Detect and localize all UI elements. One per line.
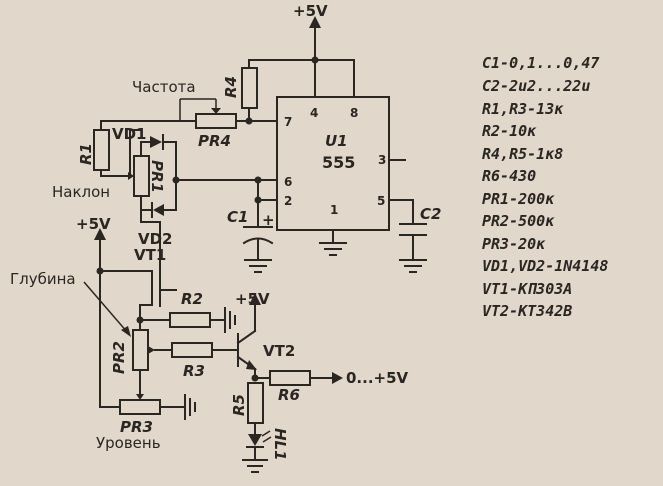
parts-list-item: PR2-500к xyxy=(482,212,555,230)
ic-pin-label: 1 xyxy=(330,203,338,217)
pr2-wiper xyxy=(148,346,173,354)
potentiometer-pr1: PR1 Наклон xyxy=(52,141,166,211)
left-supply: +5V xyxy=(76,215,153,408)
vd1-label: VD1 xyxy=(112,125,147,143)
r3-label: R3 xyxy=(183,362,205,380)
slope-label: Наклон xyxy=(52,183,110,201)
transistor-vt1: VT1 xyxy=(134,246,177,307)
depth-label: Глубина xyxy=(10,270,76,288)
diode-vd2: VD2 xyxy=(138,202,177,248)
parts-list-item: VT1-КП303А xyxy=(482,280,572,298)
ic-pin-label: 2 xyxy=(284,194,292,208)
parts-list-item: R6-430 xyxy=(482,167,536,185)
ic-ref-label: U1 xyxy=(325,132,348,150)
level-label: Уровень xyxy=(96,434,161,452)
capacitor-c2: C2 xyxy=(388,199,441,273)
r6-label: R6 xyxy=(278,386,300,404)
parts-list-item: R1,R3-13к xyxy=(482,100,564,118)
r1-to-pr1 xyxy=(100,129,141,177)
parts-list-item: R2-10к xyxy=(482,122,537,140)
pr2-label: PR2 xyxy=(110,341,128,374)
ic-pin-label: 8 xyxy=(350,106,358,120)
ic-pin-label: 7 xyxy=(284,115,292,129)
potentiometer-pr4: Частота PR4 xyxy=(100,78,237,150)
hl1-label: HL1 xyxy=(271,428,289,461)
ic-pin-label: 5 xyxy=(377,194,385,208)
vd2-label: VD2 xyxy=(138,230,173,248)
c1-plus-label: + xyxy=(262,211,275,229)
pr1-label: PR1 xyxy=(148,160,166,193)
vt1-label: VT1 xyxy=(134,246,166,264)
threshold-trigger-wires xyxy=(140,141,278,283)
transistor-vt2: VT2 xyxy=(236,304,295,379)
resistor-r1: R1 xyxy=(77,120,110,177)
ground-pin1 xyxy=(319,229,347,256)
pr3-label: PR3 xyxy=(120,418,153,436)
resistor-r3: R3 xyxy=(171,342,239,380)
parts-list-item: C1-0,1...0,47 xyxy=(482,54,599,72)
parts-list-item: PR1-200к xyxy=(482,190,555,208)
ic-type-label: 555 xyxy=(322,153,355,172)
resistor-r5: R5 xyxy=(230,382,264,435)
potentiometer-pr2: PR2 Глубина xyxy=(10,270,149,396)
c1-label: C1 xyxy=(227,208,248,226)
diode-vd1: VD1 xyxy=(112,125,177,150)
r5-label: R5 xyxy=(230,394,248,416)
ic-pin-label: 3 xyxy=(378,153,386,167)
capacitor-c1: C1 + xyxy=(227,208,275,261)
r4-label: R4 xyxy=(222,76,240,98)
parts-list-item: C2-2u2...22u xyxy=(482,77,590,95)
ic-555: 7 4 8 3 6 2 1 5 U1 555 xyxy=(276,96,390,231)
pr4-label: PR4 xyxy=(198,132,231,150)
output-label: 0...+5V xyxy=(346,369,409,387)
ic-pin-label: 6 xyxy=(284,175,292,189)
frequency-label: Частота xyxy=(132,78,196,96)
output-network: R6 0...+5V xyxy=(251,369,409,404)
potentiometer-pr3: PR3 Уровень xyxy=(96,394,196,452)
ground-c1 xyxy=(244,259,272,273)
parts-list-item: R4,R5-1к8 xyxy=(482,145,563,163)
pin7-network xyxy=(235,117,278,125)
parts-list-item: VT2-КТ342В xyxy=(482,302,572,320)
parts-list: C1-0,1...0,47 C2-2u2...22u R1,R3-13к R2-… xyxy=(482,54,608,320)
vt2-label: VT2 xyxy=(263,342,295,360)
resistor-r4: R4 xyxy=(222,59,258,122)
led-hl1: HL1 xyxy=(242,428,289,473)
parts-list-item: VD1,VD2-1N4148 xyxy=(482,257,608,275)
left-supply-label: +5V xyxy=(76,215,111,233)
parts-list-item: PR3-20к xyxy=(482,235,546,253)
mid-supply-label: +5V xyxy=(235,290,270,308)
top-supply: +5V xyxy=(248,2,355,98)
r1-label: R1 xyxy=(77,143,95,165)
mid-supply: +5V xyxy=(235,290,270,308)
c2-label: C2 xyxy=(420,205,441,223)
r2-label: R2 xyxy=(181,290,203,308)
top-supply-label: +5V xyxy=(293,2,328,20)
ic-pin-label: 4 xyxy=(310,106,318,120)
